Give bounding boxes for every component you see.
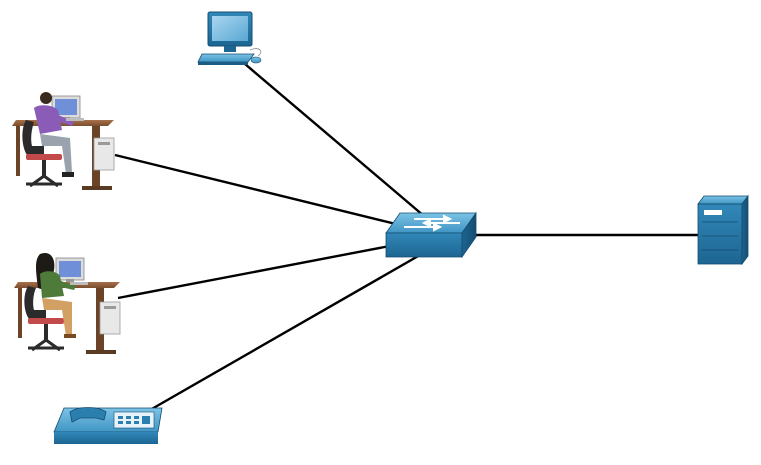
link-switch-ip-phone	[149, 253, 421, 412]
link-switch-desktop-computer	[244, 63, 425, 217]
links	[114, 63, 700, 412]
switch-icon[interactable]	[385, 211, 477, 259]
server-icon[interactable]	[697, 194, 749, 266]
desktop-computer-icon[interactable]	[197, 11, 262, 65]
ip-phone-icon[interactable]	[53, 407, 163, 445]
workstation-user-icon[interactable]	[12, 92, 115, 190]
link-switch-workstation-man	[114, 153, 401, 227]
link-switch-workstation-woman	[117, 243, 396, 300]
workstation-user-icon[interactable]	[14, 252, 121, 354]
